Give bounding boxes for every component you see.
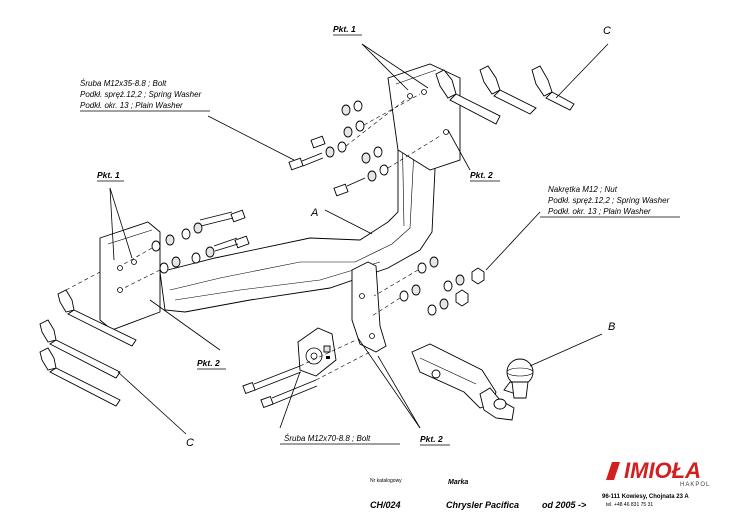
pkt2-label-right: Pkt. 2: [470, 170, 493, 180]
pkt2-label-left: Pkt. 2: [197, 358, 220, 368]
bolt-set-left: [123, 209, 250, 289]
imiola-logo: IMIOŁA HAKPOL: [606, 458, 710, 488]
nut-set-right: [371, 256, 485, 317]
bolt-note: Śruba M12x35-8.8 ; Bolt Podkł. spręż.12,…: [80, 79, 210, 112]
pkt2-label-bottom: Pkt. 2: [420, 434, 443, 444]
brand-label: Marka: [448, 479, 468, 486]
leader-lines: [109, 43, 609, 435]
address: 96-111 Kowiesy, Chojnata 23 A: [602, 494, 689, 500]
part-c-label-bottom: C: [186, 437, 194, 449]
bolt-set-long: [242, 339, 371, 409]
bolt-set-upper: [288, 93, 441, 197]
part-c-label-top: C: [603, 25, 611, 37]
crossbar-part-a: [99, 63, 461, 353]
bolt-note-line1: Śruba M12x35-8.8 ; Bolt: [80, 79, 167, 88]
pkt1-label-top: Pkt. 1: [333, 24, 356, 34]
catalog-label: Nr katalogowy: [370, 478, 402, 484]
tow-ball-part-b: [411, 343, 534, 421]
footer: Nr katalogowy CH/024 Marka Chrysler Paci…: [370, 458, 710, 510]
bolt-note-line3: Podkł. okr. 13 ; Plain Washer: [80, 101, 183, 110]
nut-note-line3: Podkł. okr. 13 ; Plain Washer: [548, 207, 651, 216]
part-b-label: B: [608, 321, 615, 333]
from-value: od 2005 ->: [542, 500, 587, 510]
nut-note-line2: Podkł. spręż.12,2 ; Spring Washer: [548, 196, 670, 205]
bolt70-note: Śruba M12x70-8.8 ; Bolt: [284, 434, 371, 443]
socket-plate: [297, 327, 337, 377]
part-a-label: A: [310, 207, 318, 219]
logo-sub: HAKPOL: [680, 482, 710, 488]
phone: tel. +48 46 831 75 31: [606, 502, 653, 508]
nut-note: Nakrętka M12 ; Nut Podkł. spręż.12,2 ; S…: [540, 185, 680, 218]
nut-note-line1: Nakrętka M12 ; Nut: [548, 185, 618, 194]
logo-text: IMIOŁA: [624, 458, 701, 483]
strap-set-c-upper: [435, 65, 575, 125]
brand-value: Chrysler Pacifica: [446, 500, 519, 510]
strap-set-c-lower: [39, 271, 137, 407]
bolt-note-line2: Podkł. spręż.12,2 ; Spring Washer: [80, 90, 202, 99]
pkt1-label-left: Pkt. 1: [97, 170, 120, 180]
catalog-value: CH/024: [370, 500, 401, 510]
